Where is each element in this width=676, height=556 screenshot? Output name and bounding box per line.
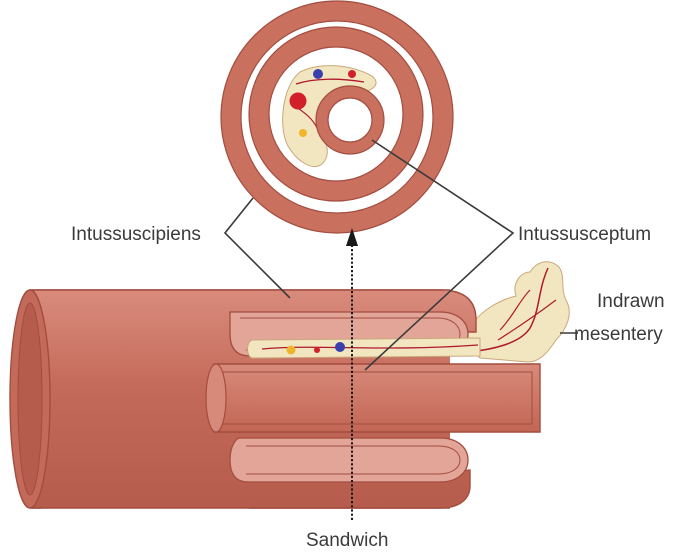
- vessel-dot-red-small: [348, 70, 356, 78]
- strip-dot-red: [314, 347, 320, 353]
- lower-fold: [230, 438, 468, 482]
- vessel-dot-red-large: [290, 93, 307, 110]
- label-sandwich: Sandwich: [306, 530, 388, 551]
- strip-dot-blue: [335, 342, 345, 352]
- strip-dot-yellow: [287, 346, 296, 355]
- bowel-longitudinal: [10, 262, 569, 508]
- label-indrawn: Indrawn: [597, 291, 665, 312]
- inner-tube: [208, 364, 540, 432]
- label-intussuscipiens: Intussuscipiens: [71, 224, 201, 245]
- inner-ring: [322, 92, 378, 148]
- cross-section: [221, 1, 453, 233]
- vessel-dot-blue: [313, 69, 323, 79]
- label-intussusceptum: Intussusceptum: [518, 224, 651, 245]
- inner-tube-curve: [206, 364, 226, 432]
- label-mesentery: mesentery: [574, 324, 663, 345]
- vessel-dot-yellow: [299, 129, 307, 137]
- indrawn-mesentery: [468, 262, 570, 362]
